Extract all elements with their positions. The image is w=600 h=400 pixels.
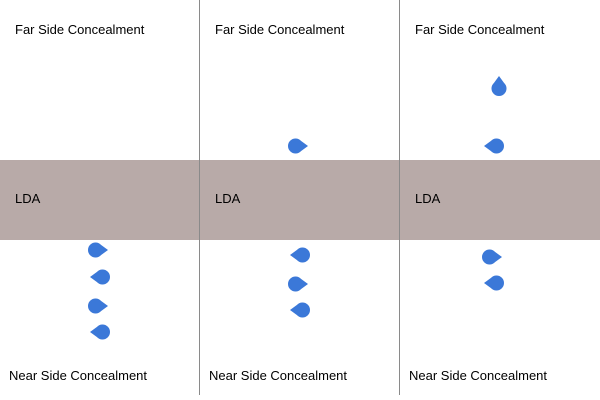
teardrop-left-icon xyxy=(88,320,112,344)
lda-label: LDA xyxy=(215,191,241,206)
lda-band xyxy=(0,160,600,240)
lda-label: LDA xyxy=(15,191,41,206)
teardrop-right-icon xyxy=(286,134,310,158)
teardrop-right-icon xyxy=(86,294,110,318)
teardrop-up-icon xyxy=(487,74,511,98)
near-side-label: Near Side Concealment xyxy=(409,368,548,383)
teardrop-left-icon xyxy=(482,134,506,158)
teardrop-left-icon xyxy=(288,243,312,267)
near-side-label: Near Side Concealment xyxy=(9,368,148,383)
teardrop-right-icon xyxy=(480,245,504,269)
teardrop-left-icon xyxy=(288,298,312,322)
far-side-label: Far Side Concealment xyxy=(415,22,545,37)
teardrop-right-icon xyxy=(86,238,110,262)
teardrop-left-icon xyxy=(482,271,506,295)
teardrop-left-icon xyxy=(88,265,112,289)
panel-divider xyxy=(199,0,200,395)
far-side-label: Far Side Concealment xyxy=(15,22,145,37)
far-side-label: Far Side Concealment xyxy=(215,22,345,37)
teardrop-right-icon xyxy=(286,272,310,296)
panel-divider xyxy=(399,0,400,395)
lda-label: LDA xyxy=(415,191,441,206)
near-side-label: Near Side Concealment xyxy=(209,368,348,383)
